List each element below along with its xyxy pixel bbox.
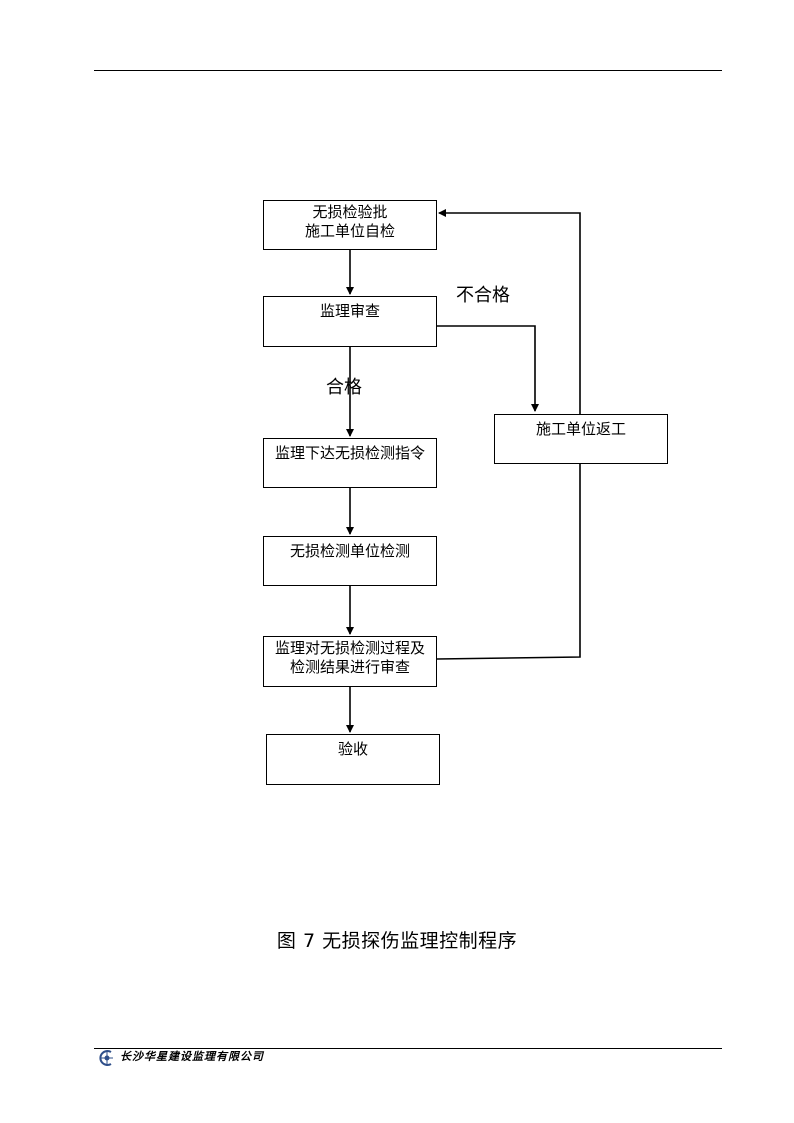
figure-caption: 图 7 无损探伤监理控制程序	[276, 930, 518, 952]
step-self-check-box: 无损检验批 施工单位自检	[263, 200, 437, 250]
edge-label-fail: 不合格	[456, 285, 510, 306]
step-self-check-line2: 施工单位自检	[304, 222, 395, 240]
step-result-review-box: 监理对无损检测过程及 检测结果进行审查	[263, 636, 437, 687]
step-self-check-line1: 无损检验批	[312, 203, 388, 221]
edge-label-pass: 合格	[326, 377, 362, 398]
footer-company-name: 长沙华星建设监理有限公司	[120, 1050, 264, 1063]
step-order-box: 监理下达无损检测指令	[263, 438, 437, 488]
step-review-label: 监理审查	[319, 302, 380, 320]
step-result-review-line2: 检测结果进行审查	[289, 658, 410, 676]
company-logo-icon	[99, 1050, 113, 1066]
header-rule	[94, 70, 722, 71]
step-rework-label: 施工单位返工	[535, 420, 626, 438]
line-resultreview-to-rework	[436, 464, 581, 660]
step-detect-label: 无损检测单位检测	[289, 542, 410, 560]
footer-rule	[94, 1048, 722, 1049]
step-order-label: 监理下达无损检测指令	[274, 444, 425, 462]
step-accept-box: 验收	[266, 734, 440, 785]
step-accept-label: 验收	[337, 740, 368, 758]
step-detect-box: 无损检测单位检测	[263, 536, 437, 586]
step-rework-box: 施工单位返工	[494, 414, 668, 464]
step-result-review-line1: 监理对无损检测过程及	[274, 639, 425, 657]
step-review-box: 监理审查	[263, 296, 437, 347]
arrow-review-to-rework	[437, 325, 539, 412]
arrow-rework-to-selfcheck	[438, 209, 581, 414]
